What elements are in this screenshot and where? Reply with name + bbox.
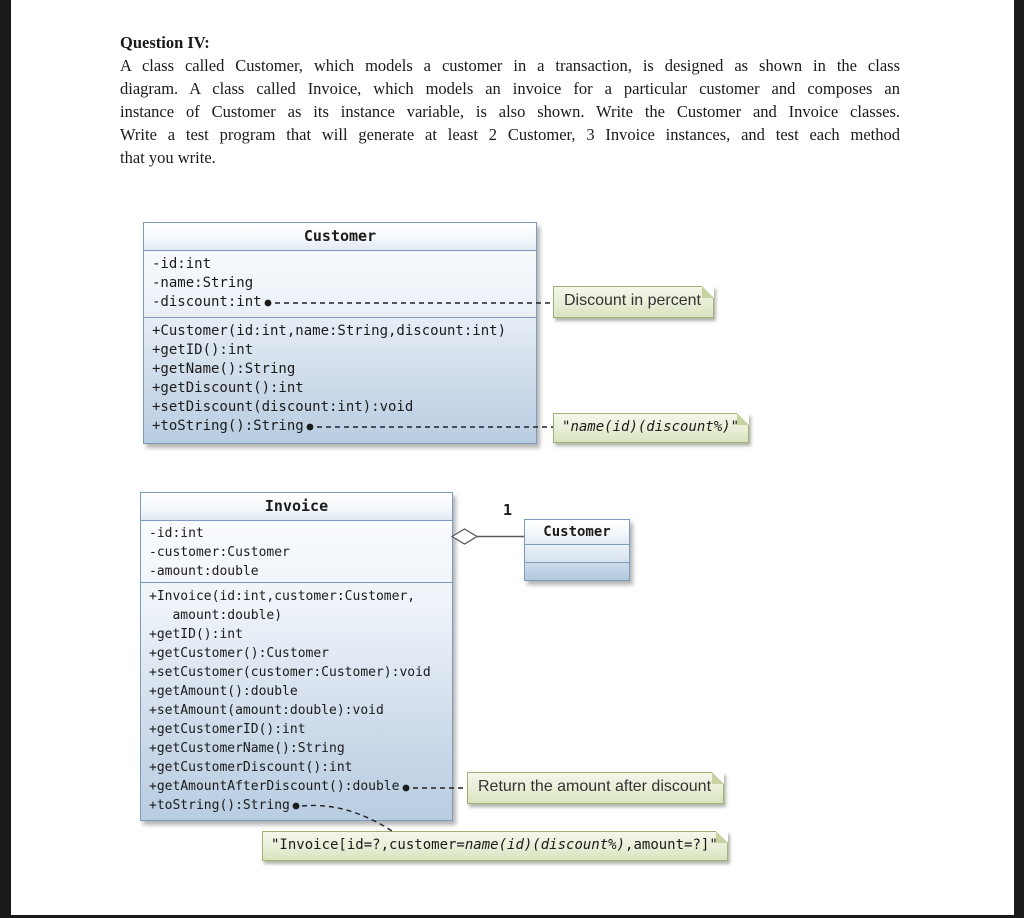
customer-class-box: Customer -id:int -name:String -discount:in… [143,222,537,444]
invoice-class-attributes: -id:int -customer:Customer -amount:double [141,521,452,583]
note-text-segment: " [562,419,571,435]
note-text-segment: "Invoice[id=?,customer= [271,837,465,853]
note-text-segment: " [730,419,740,435]
customer-class-attributes: -id:int -name:String -discount:int [144,251,536,318]
question-heading: Question IV: [120,33,210,52]
class-method: +setCustomer(customer:Customer):void [149,665,431,680]
question-line: Write a test program that will generate … [120,125,900,144]
class-attribute: -id:int [149,526,204,541]
question-block: Question IV: A class called Customer, wh… [120,31,900,169]
class-method: +getAmount():double [149,684,298,699]
class-method: +toString():String [149,798,290,813]
note-return-amount: Return the amount after discount [467,772,725,804]
note-text-segment: ,amount=?]" [625,837,718,853]
class-method: +Invoice(id:int,customer:Customer, [149,589,416,604]
class-attribute: -id:int [152,256,212,272]
question-line: A class called Customer, which models a … [120,56,900,75]
class-method: +setAmount(amount:double):void [149,703,384,718]
class-method: +toString():String [152,418,304,434]
invoice-class-title: Invoice [141,493,452,521]
class-method: +getCustomer():Customer [149,646,330,661]
note-customer-tostring: "name(id)(discount%)" [553,413,750,443]
customer-ref-title: Customer [525,520,629,545]
customer-ref-empty-methods [525,563,629,580]
question-line: diagram. A class called Invoice, which m… [120,79,900,98]
class-attribute: -name:String [152,275,254,291]
invoice-class-methods: +Invoice(id:int,customer:Customer, amoun… [141,583,452,820]
note-text-segment: name(id)(discount%) [570,419,731,435]
class-method: +getAmountAfterDiscount():double [149,779,400,794]
customer-class-title: Customer [144,223,536,251]
question-line: instance of Customer as its instance var… [120,102,900,121]
class-method: +getDiscount():int [152,380,304,396]
customer-ref-box: Customer [524,519,630,581]
note-invoice-tostring: "Invoice[id=?,customer=name(id)(discount… [262,831,728,861]
class-method: +getID():int [149,627,243,642]
class-attribute: -amount:double [149,564,259,579]
class-method: +getCustomerName():String [149,741,345,756]
note-discount: Discount in percent [553,286,714,318]
class-method: +getID():int [152,342,254,358]
class-method: +getName():String [152,361,296,377]
invoice-class-box: Invoice -id:int -customer:Customer -amount… [140,492,453,821]
class-method: +getCustomerDiscount():int [149,760,353,775]
class-attribute: -discount:int [152,294,262,310]
note-text-segment: name(id)(discount%) [464,837,626,853]
multiplicity-label: 1 [503,501,513,519]
class-method: +Customer(id:int,name:String,discount:in… [152,323,507,339]
question-line: that you write. [120,148,216,167]
customer-class-methods: +Customer(id:int,name:String,discount:in… [144,318,536,443]
class-method: +getCustomerID():int [149,722,306,737]
class-method: +setDiscount(discount:int):void [152,399,414,415]
class-method: amount:double) [149,608,283,623]
customer-ref-empty-attributes [525,545,629,563]
class-attribute: -customer:Customer [149,545,290,560]
question-paragraph: A class called Customer, which models a … [120,54,900,169]
